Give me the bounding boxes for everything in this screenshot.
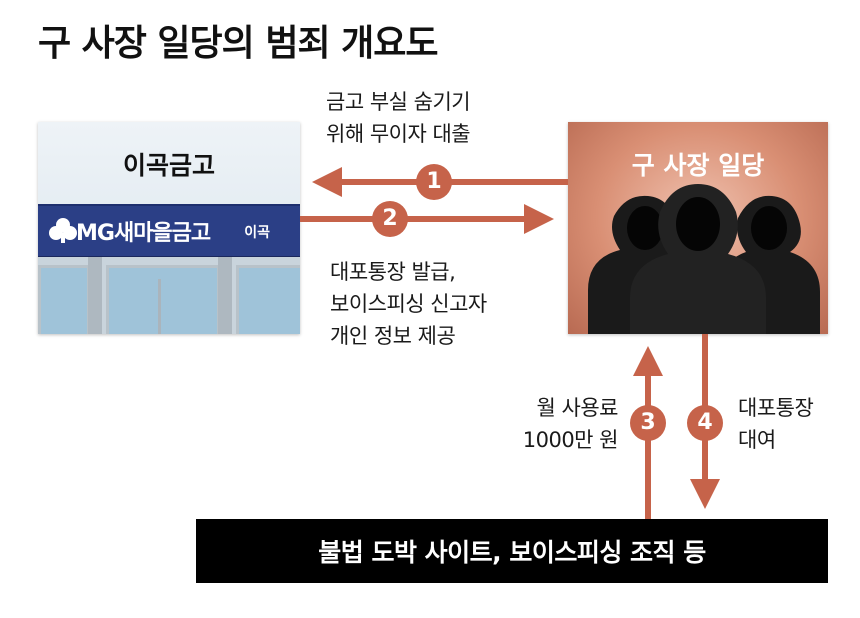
destination-bar: 불법 도박 사이트, 보이스피싱 조직 등 — [196, 519, 828, 583]
bank-box: 이곡금고 MG새마을금고 이곡 — [38, 122, 300, 334]
flow-3-line-2: 1000만 원 — [522, 428, 619, 452]
sign-text: MG새마을금고 — [76, 221, 211, 246]
flow-2-label: 대포통장 발급, 보이스피싱 신고자 개인 정보 제공 — [330, 256, 487, 352]
storefront-image — [38, 257, 300, 334]
flow-2-line-3: 개인 정보 제공 — [330, 324, 456, 348]
bank-name: 이곡금고 — [122, 151, 215, 180]
flow-4-line-1: 대포통장 — [738, 396, 814, 420]
flow-3-label: 월 사용료 1000만 원 — [500, 392, 619, 456]
step-badge-1: 1 — [416, 164, 452, 200]
hooded-figures-icon — [588, 184, 820, 334]
flow-4-line-2: 대여 — [738, 428, 776, 452]
flow-1-line-2: 위해 무이자 대출 — [326, 122, 471, 146]
diagram-title: 구 사장 일당의 범죄 개요도 — [38, 23, 438, 64]
mg-logo-icon — [49, 218, 77, 243]
flow-4-label: 대포통장 대여 — [738, 392, 814, 456]
step-badge-3: 3 — [630, 405, 666, 441]
step-badge-4: 4 — [687, 405, 723, 441]
gang-name: 구 사장 일당 — [631, 151, 765, 180]
step-badge-2: 2 — [372, 201, 408, 237]
flow-1-label: 금고 부실 숨기기 위해 무이자 대출 — [326, 86, 471, 150]
destination-text: 불법 도박 사이트, 보이스피싱 조직 등 — [318, 538, 706, 567]
gang-box: 구 사장 일당 — [568, 122, 828, 334]
flow-3-line-1: 월 사용료 — [536, 396, 619, 420]
sign-branch: 이곡 — [244, 225, 270, 241]
flow-1-line-1: 금고 부실 숨기기 — [326, 90, 471, 114]
flow-2-line-2: 보이스피싱 신고자 — [330, 292, 487, 316]
flow-2-line-1: 대포통장 발급, — [330, 260, 456, 284]
